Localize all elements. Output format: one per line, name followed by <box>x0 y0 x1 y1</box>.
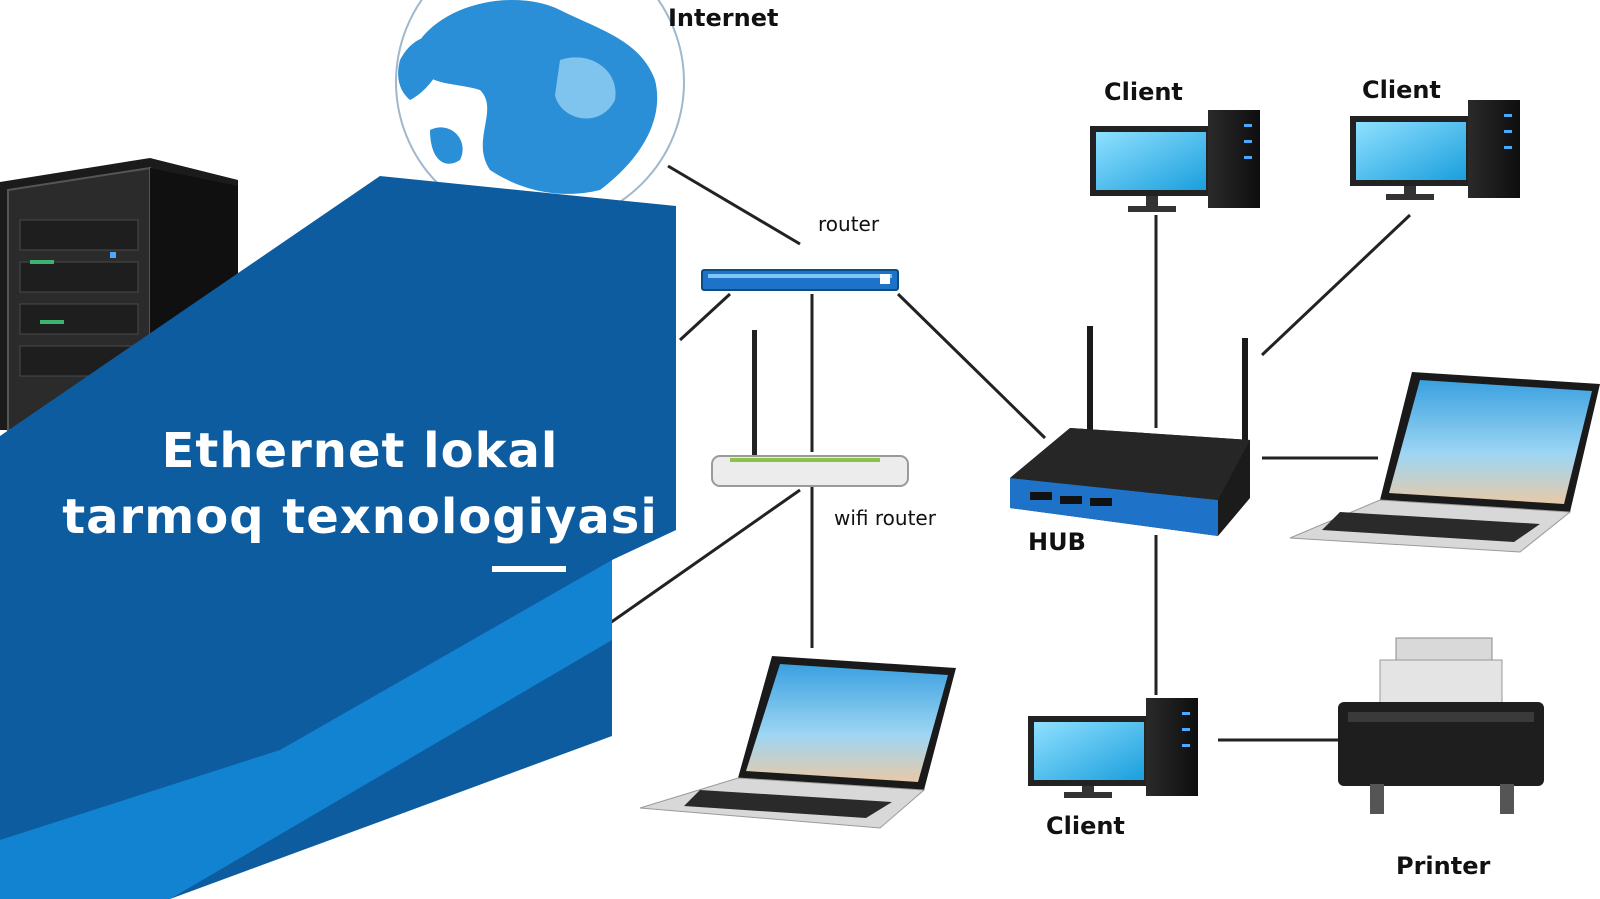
hub-icon <box>1010 326 1250 536</box>
title-line-1: Ethernet lokal <box>161 423 559 479</box>
desktop-computer-icon <box>1350 100 1520 200</box>
hub-label: HUB <box>1028 528 1086 556</box>
link-router-server <box>678 292 732 342</box>
client-label-top-right: Client <box>1362 76 1441 104</box>
laptop-icon <box>1289 372 1600 553</box>
link-wifi-device <box>599 488 801 632</box>
router-label: router <box>818 212 880 236</box>
link-internet-router <box>667 164 801 246</box>
page-title: Ethernet lokal tarmoq texnologiyasi <box>40 418 680 550</box>
title-line-2: tarmoq texnologiyasi <box>62 489 658 545</box>
desktop-computer-icon <box>1090 110 1260 212</box>
title-underline <box>492 566 566 572</box>
wifi-router-label: wifi router <box>834 506 936 530</box>
laptop-icon <box>639 656 956 829</box>
link-hub-client-top-right <box>1260 213 1412 357</box>
link-router-hub <box>896 292 1047 440</box>
globe-icon <box>395 0 685 227</box>
title-banner <box>0 176 676 899</box>
client-label-bottom: Client <box>1046 812 1125 840</box>
printer-icon <box>1338 637 1544 814</box>
printer-label: Printer <box>1396 852 1491 880</box>
wifi-router-icon <box>711 330 909 487</box>
router-icon <box>701 269 899 291</box>
connection-lines <box>599 164 1412 742</box>
internet-label: Internet <box>668 4 779 32</box>
client-label-top-left: Client <box>1104 78 1183 106</box>
desktop-computer-icon <box>1028 698 1198 798</box>
